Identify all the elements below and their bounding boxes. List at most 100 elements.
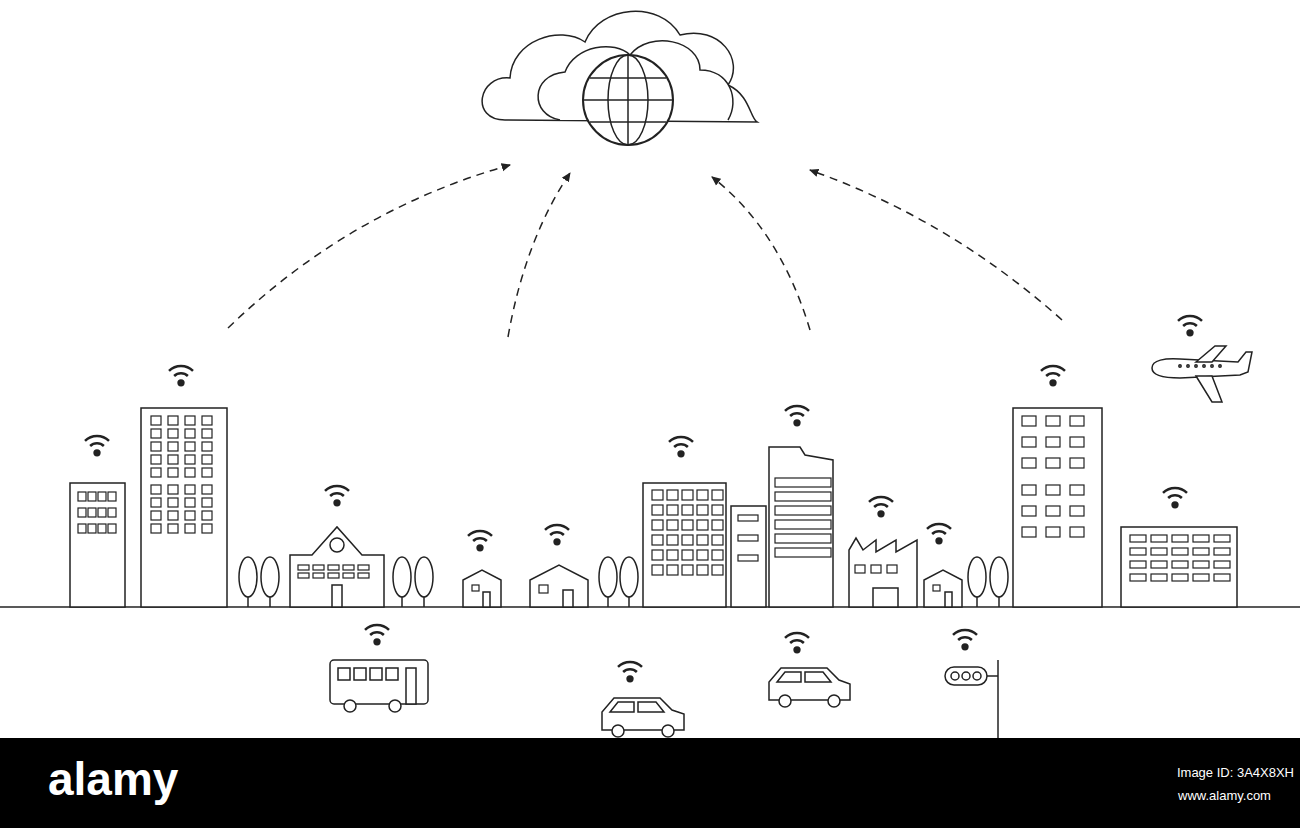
window	[667, 520, 678, 530]
car	[769, 668, 850, 707]
window	[1172, 535, 1188, 542]
window	[185, 442, 195, 451]
window	[151, 429, 161, 438]
window	[202, 429, 212, 438]
window	[697, 550, 708, 560]
window	[168, 455, 178, 464]
window	[98, 508, 106, 517]
cloud	[482, 11, 757, 145]
window	[1022, 416, 1036, 426]
window	[1172, 561, 1188, 568]
window	[298, 565, 309, 570]
tree	[990, 557, 1008, 607]
tree	[415, 557, 433, 607]
window	[88, 524, 96, 533]
wifi-icon	[1041, 366, 1065, 387]
window	[88, 508, 96, 517]
tree	[968, 557, 986, 607]
wifi-icon	[1178, 316, 1202, 337]
window	[168, 468, 178, 477]
wifi-icon	[85, 436, 109, 457]
window	[712, 550, 723, 560]
window	[775, 506, 831, 515]
window	[652, 550, 663, 560]
window	[1130, 574, 1146, 581]
bus	[330, 660, 428, 712]
window	[313, 565, 324, 570]
window	[202, 524, 212, 533]
window	[1151, 574, 1167, 581]
window	[855, 565, 865, 573]
watermark-image-id: Image ID: 3A4X8XH	[1177, 765, 1294, 780]
window	[667, 505, 678, 515]
window	[88, 492, 96, 501]
window	[185, 455, 195, 464]
wifi-icon	[785, 406, 809, 427]
window	[775, 478, 831, 487]
window	[1046, 416, 1060, 426]
window	[652, 535, 663, 545]
window	[1022, 458, 1036, 468]
window	[98, 492, 106, 501]
window	[1022, 506, 1036, 516]
window	[697, 490, 708, 500]
window	[1022, 437, 1036, 447]
car	[602, 698, 684, 737]
wifi-icon	[785, 633, 809, 654]
window	[168, 416, 178, 425]
wifi-icon	[468, 531, 492, 552]
tree	[620, 557, 638, 607]
window	[933, 585, 940, 591]
window	[328, 565, 339, 570]
window	[697, 520, 708, 530]
window	[168, 511, 178, 520]
window	[185, 416, 195, 425]
window	[1193, 574, 1209, 581]
window	[151, 416, 161, 425]
upload-arrows	[228, 165, 1062, 337]
window	[151, 455, 161, 464]
wifi-icon	[325, 486, 349, 507]
window	[343, 565, 354, 570]
tree	[261, 557, 279, 607]
window	[682, 490, 693, 500]
wifi-icon	[869, 497, 893, 518]
window	[202, 468, 212, 477]
wifi-icon	[545, 525, 569, 546]
trees	[239, 557, 1008, 607]
wifi-icon	[953, 630, 977, 651]
window	[1193, 548, 1209, 555]
window	[1214, 535, 1230, 542]
window	[1070, 416, 1084, 426]
window	[652, 505, 663, 515]
window	[1046, 485, 1060, 495]
window	[775, 548, 831, 557]
window	[1151, 561, 1167, 568]
window	[168, 442, 178, 451]
wifi-icon	[669, 437, 693, 458]
window	[1070, 458, 1084, 468]
window	[1172, 548, 1188, 555]
window	[682, 565, 693, 575]
window	[108, 524, 116, 533]
window	[185, 429, 195, 438]
window	[78, 508, 86, 517]
tree	[239, 557, 257, 607]
window	[185, 524, 195, 533]
window	[1172, 574, 1188, 581]
window	[108, 508, 116, 517]
window	[712, 565, 723, 575]
window	[1022, 527, 1036, 537]
window	[1214, 548, 1230, 555]
buildings	[70, 408, 1237, 607]
window	[738, 515, 758, 521]
window	[1070, 506, 1084, 516]
window	[108, 492, 116, 501]
watermark-logo: alamy	[48, 752, 178, 806]
window	[358, 565, 369, 570]
window	[202, 416, 212, 425]
window	[712, 490, 723, 500]
window	[738, 535, 758, 541]
window	[202, 455, 212, 464]
traffic-light	[945, 660, 998, 738]
